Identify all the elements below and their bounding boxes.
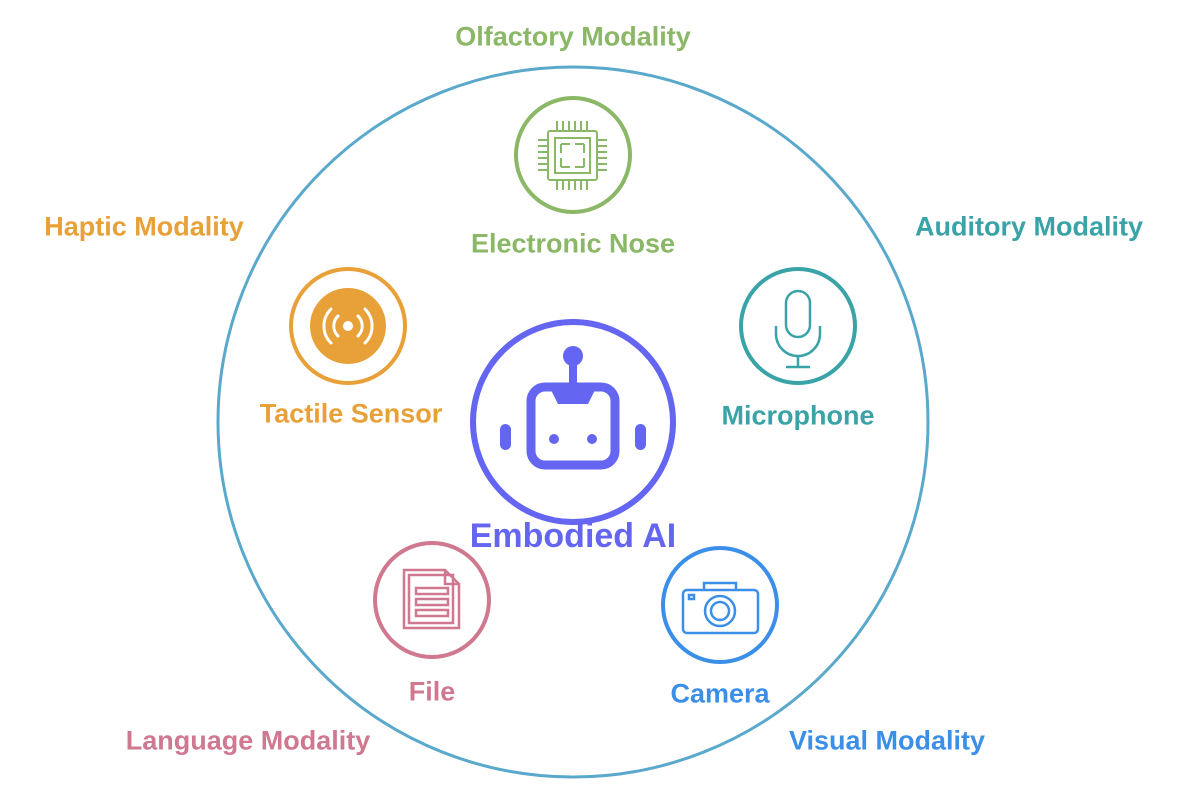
device-label-camera: Camera bbox=[670, 678, 770, 709]
camera-icon bbox=[661, 546, 779, 664]
modality-label-visual: Visual Modality bbox=[788, 725, 986, 756]
chip-icon bbox=[514, 96, 632, 214]
device-label-microphone: Microphone bbox=[721, 400, 875, 431]
modality-label-haptic: Haptic Modality bbox=[44, 211, 244, 242]
tactile-icon bbox=[289, 267, 407, 385]
microphone-icon bbox=[739, 267, 857, 385]
device-label-file: File bbox=[408, 676, 456, 707]
device-label-electronic-nose: Electronic Nose bbox=[470, 228, 676, 259]
outer-ring bbox=[216, 65, 930, 779]
robot-icon bbox=[470, 319, 676, 525]
modality-label-language: Language Modality bbox=[125, 725, 371, 756]
modality-label-auditory: Auditory Modality bbox=[915, 211, 1143, 242]
modality-label-olfactory: Olfactory Modality bbox=[455, 21, 691, 52]
center-label: Embodied AI bbox=[469, 517, 677, 555]
device-label-tactile-sensor: Tactile Sensor bbox=[259, 398, 443, 429]
file-icon bbox=[373, 541, 491, 659]
